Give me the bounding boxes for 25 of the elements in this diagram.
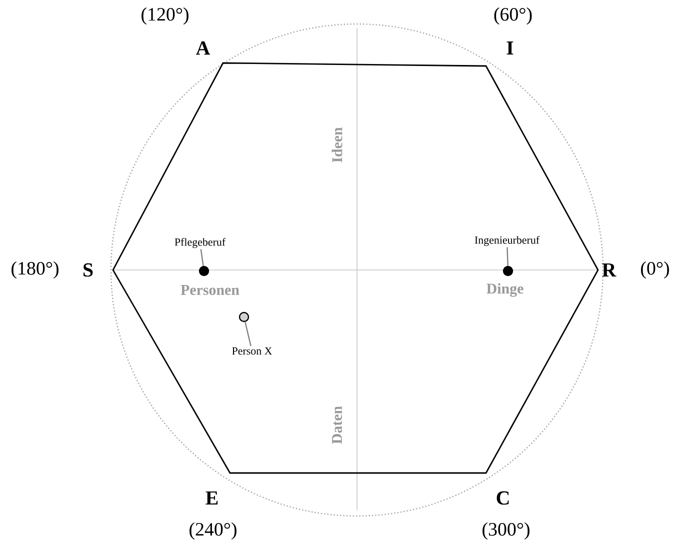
leader-line (244, 322, 252, 346)
angle-label: (0°) (641, 261, 669, 279)
data-point (502, 266, 514, 276)
vertex-letter: A (196, 41, 210, 55)
angle-label: (120°) (142, 7, 188, 25)
angle-label: (240°) (190, 522, 236, 540)
point-label: Pflegeberuf (174, 238, 226, 248)
point-label: Ingenieurberuf (474, 236, 540, 246)
angle-label: (300°) (482, 522, 530, 540)
axis-label: Ideen (332, 127, 342, 162)
vertex-letter: C (496, 491, 509, 505)
axis-label: Dinge (486, 283, 524, 297)
leader-line (200, 249, 204, 266)
data-point (198, 266, 210, 276)
vertex-letter: R (602, 263, 616, 277)
point-label: Person X (232, 347, 272, 355)
angle-label: (60°) (494, 7, 532, 25)
leader-line (506, 247, 508, 266)
data-point (238, 312, 250, 322)
axis-label: Personen (180, 285, 240, 295)
vertex-letter: E (206, 491, 218, 505)
vertex-letter: S (84, 263, 93, 277)
axis-label: Daten (332, 406, 342, 444)
angle-label: (180°) (12, 261, 58, 279)
vertex-letter: I (506, 41, 514, 55)
